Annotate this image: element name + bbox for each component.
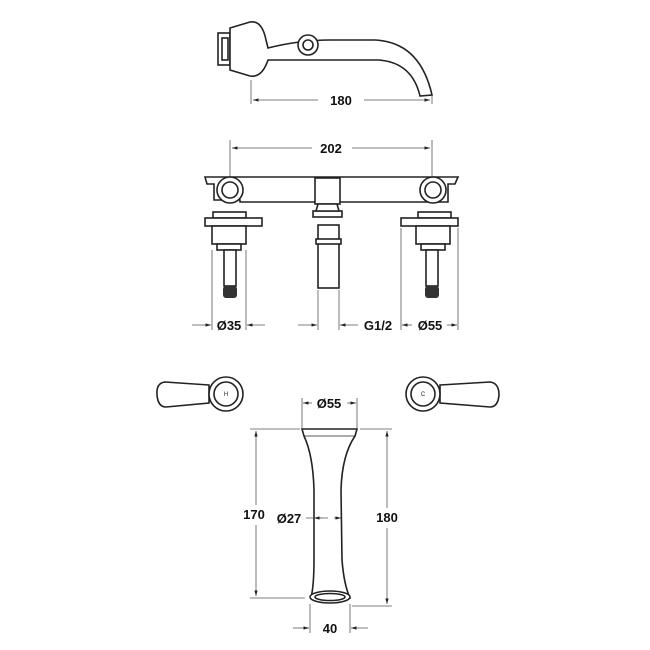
spout-top-view [217, 21, 433, 97]
spout-profile [300, 428, 359, 604]
dim-label-170: 170 [243, 507, 265, 522]
dim-label-g-half: G1/2 [364, 318, 392, 333]
hot-marker: H [224, 392, 228, 398]
dim-label-diameter-55: Ø55 [418, 318, 443, 333]
dim-label-diameter-27: Ø27 [277, 511, 302, 526]
dim-label-180-spout: 180 [376, 510, 398, 525]
cold-handle: C [405, 376, 500, 412]
dim-label-180-top: 180 [330, 93, 352, 108]
dim-label-202: 202 [320, 141, 342, 156]
dim-label-top-diameter-55: Ø55 [317, 396, 342, 411]
dim-label-40: 40 [323, 621, 337, 636]
cold-marker: C [421, 392, 426, 398]
hot-handle: H [156, 376, 244, 412]
dimensions-front-bottom: Ø35 G1/2 Ø55 [192, 228, 459, 333]
dimensions-spout: Ø55 170 180 Ø27 40 [243, 396, 398, 636]
dim-label-diameter-35: Ø35 [217, 318, 242, 333]
dimension-spout-projection: 180 [250, 80, 433, 108]
valve-body-front-view [203, 176, 460, 298]
dimension-centres: 202 [229, 140, 433, 178]
